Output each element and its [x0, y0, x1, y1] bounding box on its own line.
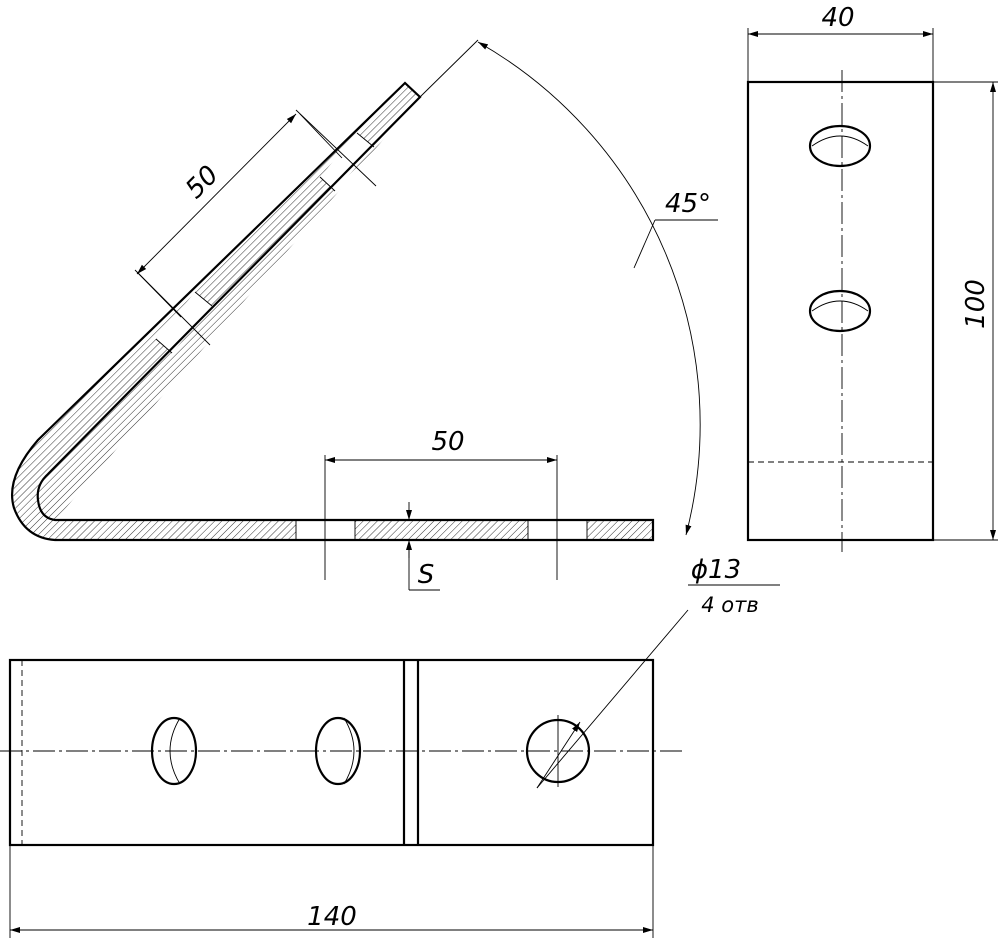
dim-length-140: 140 [307, 902, 357, 932]
side-hole-lower[interactable] [808, 289, 872, 333]
top-hole-oblique-left[interactable] [150, 716, 198, 786]
angle-arc [477, 41, 701, 536]
diag-hole-gap-upper [320, 133, 374, 191]
top-hole-oblique-right[interactable] [314, 716, 362, 786]
flat-hole-gap-left [296, 520, 355, 540]
side-view: 40 100 [746, 3, 998, 552]
front-view: 50 50 S 45° [10, 39, 718, 591]
dim-flat-50: 50 [431, 427, 464, 457]
dim-diagonal-50: 50 [180, 160, 225, 205]
diag-hole-gap-lower [156, 292, 212, 353]
side-hole-upper[interactable] [808, 124, 872, 168]
dim-thickness-s: S [418, 560, 435, 590]
dim-angle-45: 45° [665, 189, 711, 219]
hole-count-label: 4 отв [701, 593, 759, 617]
top-hole-round[interactable] [525, 715, 591, 787]
top-plate[interactable] [8, 658, 655, 847]
top-view: ϕ13 4 отв 140 [0, 555, 780, 938]
hole-diameter-label: ϕ13 [691, 555, 741, 585]
flat-hole-gap-right [528, 520, 587, 540]
dim-width-40: 40 [821, 3, 854, 33]
dim-height-100: 100 [961, 279, 991, 329]
side-plate[interactable] [746, 80, 935, 542]
